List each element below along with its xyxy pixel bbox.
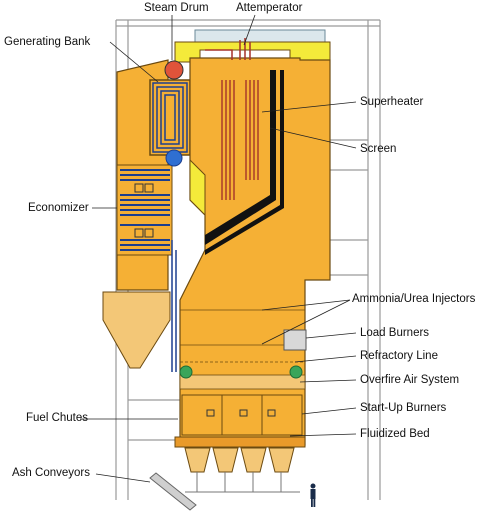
furnace bbox=[174, 38, 331, 448]
label-refractory-line: Refractory Line bbox=[360, 350, 438, 362]
steam-drum bbox=[164, 60, 184, 80]
overfire-port-right bbox=[289, 365, 303, 379]
label-generating-bank: Generating Bank bbox=[4, 36, 91, 48]
label-ammonia-urea-injectors: Ammonia/Urea Injectors bbox=[352, 293, 476, 305]
generating-bank bbox=[149, 79, 191, 156]
label-start-up-burners: Start-Up Burners bbox=[360, 402, 447, 414]
load-burner bbox=[283, 329, 307, 351]
mud-drum bbox=[165, 149, 183, 167]
label-superheater: Superheater bbox=[360, 96, 424, 108]
label-screen: Screen bbox=[360, 143, 397, 155]
label-economizer: Economizer bbox=[28, 202, 89, 214]
label-overfire-air-system: Overfire Air System bbox=[360, 374, 460, 386]
label-fluidized-bed: Fluidized Bed bbox=[360, 428, 430, 440]
person-icon bbox=[310, 483, 316, 507]
overfire-port-left bbox=[179, 365, 193, 379]
label-steam-drum: Steam Drum bbox=[144, 2, 209, 14]
leader-lines bbox=[80, 14, 357, 483]
label-fuel-chutes: Fuel Chutes bbox=[26, 412, 89, 424]
ash-piping bbox=[185, 472, 300, 493]
roof-ducts bbox=[174, 29, 331, 63]
bed-hoppers bbox=[184, 447, 295, 473]
left-piping bbox=[171, 240, 177, 372]
label-ash-conveyors: Ash Conveyors bbox=[12, 467, 90, 479]
label-attemperator: Attemperator bbox=[236, 2, 303, 14]
ash-conveyor bbox=[149, 472, 197, 511]
superheater-coils bbox=[221, 80, 259, 200]
label-load-burners: Load Burners bbox=[360, 327, 430, 339]
